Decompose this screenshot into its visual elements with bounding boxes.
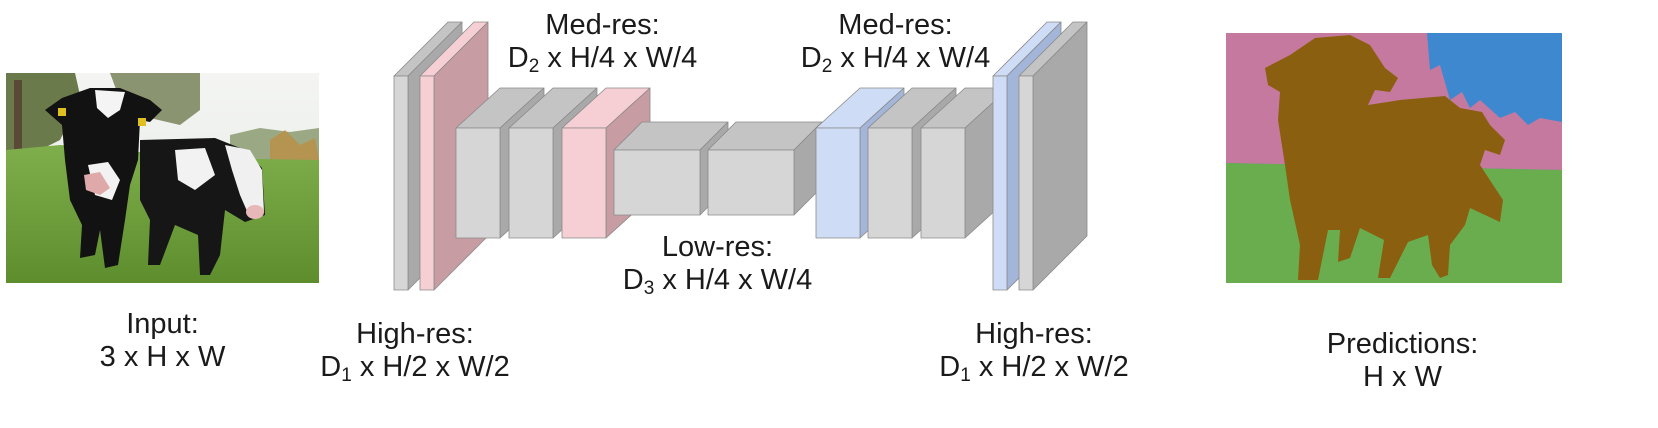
med-res-right-dims: D2 x H/4 x W/4 (800, 42, 991, 77)
input-image (6, 73, 319, 283)
input-label: Input: 3 x H x W (60, 308, 265, 374)
low-res-label: Low-res: D3 x H/4 x W/4 (600, 231, 835, 299)
med-res-right-label: Med-res: D2 x H/4 x W/4 (778, 9, 1013, 77)
predictions-label: Predictions: H x W (1300, 328, 1505, 394)
predictions-image (1226, 33, 1562, 283)
block-dec-4-front (992, 75, 1008, 291)
med-res-left-dims: D2 x H/4 x W/4 (507, 42, 698, 77)
block-enc-2-front (419, 75, 435, 291)
high-res-left-dims: D1 x H/2 x W/2 (320, 351, 510, 386)
block-dec-2-front (867, 127, 913, 239)
block-enc-5-front (561, 127, 607, 239)
network-blocks (393, 21, 1088, 291)
predictions-title: Predictions: (1326, 328, 1479, 360)
predictions-dims: H x W (1363, 361, 1442, 393)
block-bottleneck-2-front (707, 149, 795, 216)
med-res-left-label: Med-res: D2 x H/4 x W/4 (485, 9, 720, 77)
med-res-right-title: Med-res: (838, 9, 953, 41)
low-res-title: Low-res: (661, 231, 774, 263)
high-res-right-label: High-res: D1 x H/2 x W/2 (909, 318, 1159, 386)
high-res-right-title: High-res: (975, 318, 1093, 350)
med-res-left-title: Med-res: (545, 9, 660, 41)
block-enc-3-front (455, 127, 501, 239)
block-enc-4-front (508, 127, 554, 239)
block-bottleneck-1-front (613, 149, 701, 216)
high-res-left-label: High-res: D1 x H/2 x W/2 (290, 318, 540, 386)
block-enc-1-front (393, 75, 409, 291)
block-dec-1-front (815, 127, 861, 239)
high-res-right-dims: D1 x H/2 x W/2 (939, 351, 1129, 386)
block-dec-3-front (920, 127, 966, 239)
input-title: Input: (126, 308, 199, 340)
input-dims: 3 x H x W (99, 341, 226, 373)
high-res-left-title: High-res: (356, 318, 474, 350)
block-dec-5-front (1018, 75, 1034, 291)
low-res-dims: D3 x H/4 x W/4 (622, 264, 813, 299)
